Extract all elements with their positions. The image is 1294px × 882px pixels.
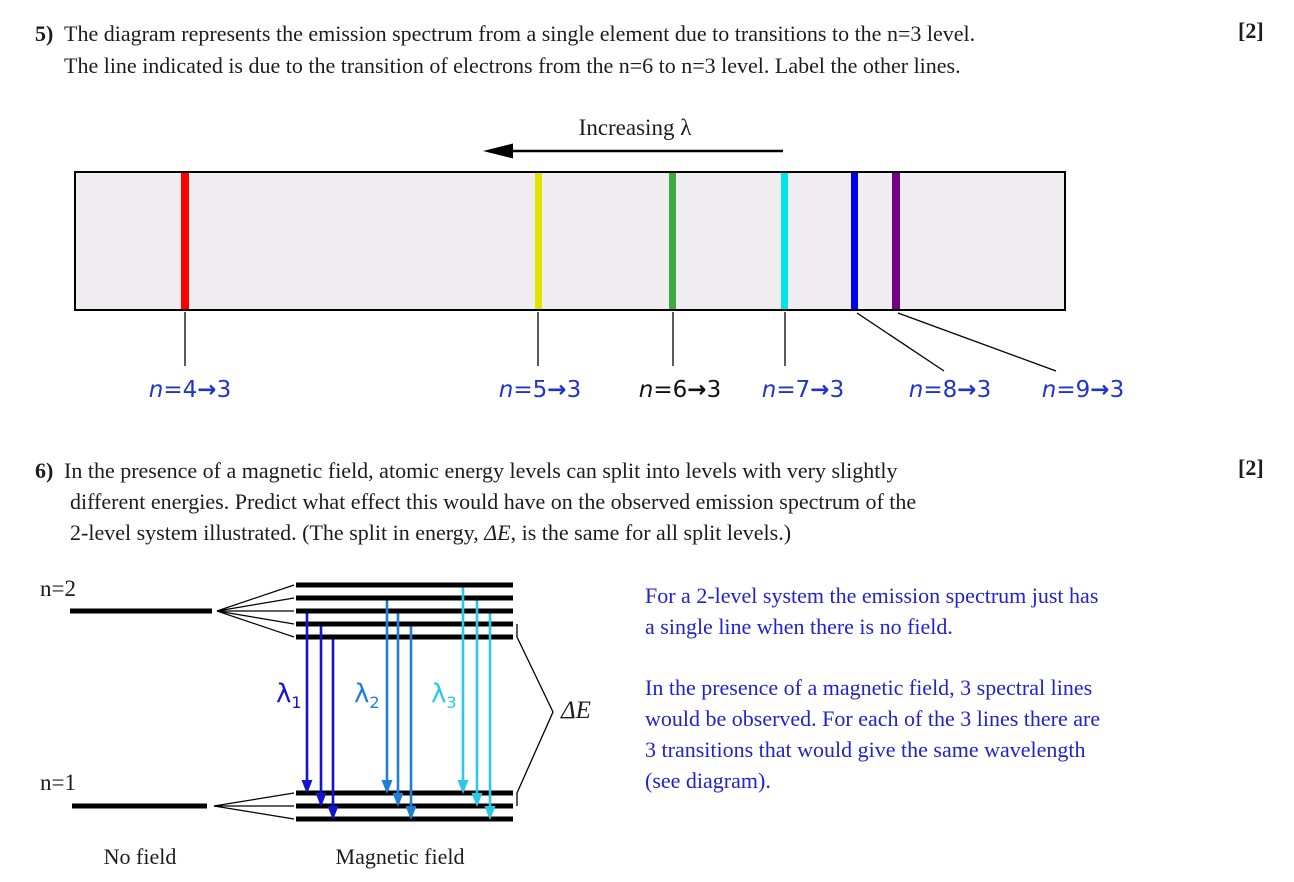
answer-line: In the presence of a magnetic field, 3 s… xyxy=(645,675,1093,700)
q6-line3-deltaE: ΔE xyxy=(484,520,511,545)
q6-line2: different energies. Predict what effect … xyxy=(70,489,917,514)
answer-line: a single line when there is no field. xyxy=(645,614,953,639)
q6-number: 6) xyxy=(35,458,54,483)
right-arrow-icon: → xyxy=(687,377,707,403)
lambda2-arrowhead-icon xyxy=(392,793,404,807)
right-arrow-icon: → xyxy=(810,377,830,403)
label-n5-3: n=5→3 xyxy=(499,377,581,403)
delta-e-label: ΔE xyxy=(561,697,591,724)
n2-label: n=2 xyxy=(40,576,76,601)
q5-marks: [2] xyxy=(1238,18,1264,43)
q5-line1: The diagram represents the emission spec… xyxy=(64,21,976,46)
lambda2-label: λ2 xyxy=(354,679,380,712)
label-eq: =8 xyxy=(923,377,958,403)
answer-line: 3 transitions that would give the same w… xyxy=(645,737,1086,762)
lambda1-arrowhead-icon xyxy=(327,806,339,820)
red-spectral-line xyxy=(181,173,189,309)
label-n8-3: n=8→3 xyxy=(909,377,991,403)
label-to: 3 xyxy=(976,377,992,403)
lambda3-arrowhead-icon xyxy=(484,806,496,820)
purple-spectral-line xyxy=(892,173,900,309)
delta-e-brace xyxy=(516,624,554,806)
n2-fan-line xyxy=(216,584,295,612)
lambda-subscript: 1 xyxy=(291,693,302,713)
label-var: n xyxy=(1041,377,1057,403)
lambda1-label: λ1 xyxy=(276,679,302,712)
answer-text: For a 2-level system the emission spectr… xyxy=(645,580,1245,796)
lambda2-arrowhead-icon xyxy=(381,780,393,794)
n1-fan-line xyxy=(213,792,295,807)
lambda-subscript: 2 xyxy=(369,693,380,713)
label-var: n xyxy=(498,377,514,403)
lambda2-arrowhead-icon xyxy=(405,806,417,820)
lambda-symbol: λ xyxy=(431,679,447,709)
q6-marks: [2] xyxy=(1238,455,1264,480)
label-to: 3 xyxy=(1109,377,1125,403)
n2-fan-line xyxy=(216,597,295,612)
lambda-subscript: 3 xyxy=(446,693,457,713)
right-arrow-icon: → xyxy=(547,377,567,403)
lambda-symbol: λ xyxy=(354,679,370,709)
q6-line1: In the presence of a magnetic field, ato… xyxy=(64,458,898,483)
label-n7-3: n=7→3 xyxy=(762,377,844,403)
right-arrow-icon: → xyxy=(197,377,217,403)
lambda3-arrowhead-icon xyxy=(471,793,483,807)
n2-fan-line xyxy=(216,610,295,638)
label-n9-3: n=9→3 xyxy=(1042,377,1124,403)
lambda3-label: λ3 xyxy=(431,679,457,712)
cyan-spectral-line xyxy=(781,173,788,309)
lambda-symbol: λ xyxy=(276,679,292,709)
answer-line: would be observed. For each of the 3 lin… xyxy=(645,706,1101,731)
n1-label: n=1 xyxy=(40,770,76,795)
q6-line3: 2-level system illustrated. (The split i… xyxy=(70,517,791,548)
label-eq: =9 xyxy=(1056,377,1091,403)
no-field-label: No field xyxy=(103,844,177,869)
label-eq: =5 xyxy=(513,377,548,403)
right-arrow-icon: → xyxy=(957,377,977,403)
n1-fan-line xyxy=(213,805,295,820)
label-to: 3 xyxy=(566,377,582,403)
label-var: n xyxy=(148,377,164,403)
label-var: n xyxy=(638,377,654,403)
n2-fan-line xyxy=(216,610,295,625)
q5-number: 5) xyxy=(35,21,54,46)
label-var: n xyxy=(761,377,777,403)
q5-line2: The line indicated is due to the transit… xyxy=(64,53,961,78)
increasing-lambda-label: Increasing λ xyxy=(578,115,692,140)
magnetic-field-label: Magnetic field xyxy=(335,844,465,869)
label-eq: =4 xyxy=(163,377,198,403)
label-n4-3: n=4→3 xyxy=(149,377,231,403)
wavelength-arrowhead-icon xyxy=(483,143,513,159)
label-to: 3 xyxy=(216,377,232,403)
green-spectral-line xyxy=(669,173,676,309)
spectrum-band xyxy=(74,171,1066,311)
lambda3-arrowhead-icon xyxy=(457,780,469,794)
label-to: 3 xyxy=(706,377,722,403)
blue-spectral-line xyxy=(851,173,858,309)
right-arrow-icon: → xyxy=(1090,377,1110,403)
yellow-spectral-line xyxy=(535,173,542,309)
q6-line3-pre: 2-level system illustrated. (The split i… xyxy=(70,520,485,545)
label-var: n xyxy=(908,377,924,403)
leader-line-n9 xyxy=(897,312,1057,372)
answer-line: For a 2-level system the emission spectr… xyxy=(645,583,1099,608)
leader-line-n8 xyxy=(856,312,945,372)
lambda1-arrowhead-icon xyxy=(301,780,313,794)
answer-paragraph-gap xyxy=(645,642,1245,672)
lambda1-arrowhead-icon xyxy=(315,793,327,807)
label-eq: =6 xyxy=(653,377,688,403)
label-to: 3 xyxy=(829,377,845,403)
q6-line3-post: , is the same for all split levels.) xyxy=(510,520,792,545)
label-n6-3: n=6→3 xyxy=(639,377,721,403)
answer-line: (see diagram). xyxy=(645,768,771,793)
label-eq: =7 xyxy=(776,377,811,403)
